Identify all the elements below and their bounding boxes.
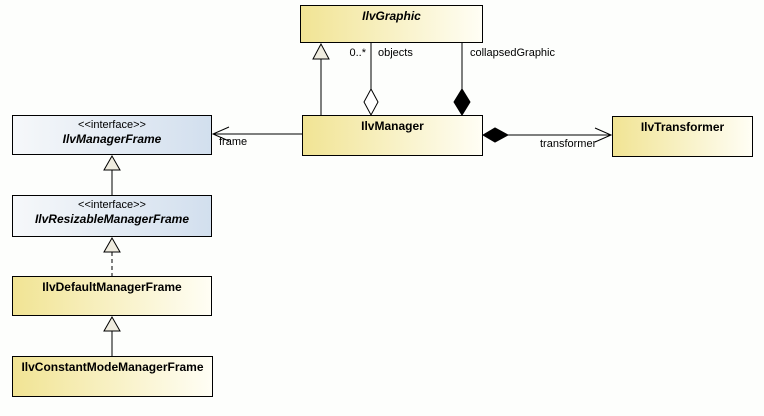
interface-ilvresizablemanagerframe[interactable]: <<interface>> IlvResizableManagerFrame bbox=[12, 195, 212, 237]
generalization-triangle-icon bbox=[103, 154, 121, 171]
class-title: IlvResizableManagerFrame bbox=[34, 212, 190, 226]
generalization-triangle-icon bbox=[103, 315, 121, 332]
composition-diamond-icon bbox=[453, 88, 471, 116]
stereotype-label: <<interface>> bbox=[78, 199, 146, 211]
class-title: IlvManagerFrame bbox=[62, 132, 162, 146]
composition-diamond-icon-transformer bbox=[482, 127, 510, 143]
class-title: IlvManager bbox=[361, 119, 424, 133]
class-ilvgraphic[interactable]: IlvGraphic bbox=[300, 5, 483, 43]
objects-multiplicity-label: 0..* bbox=[349, 47, 366, 59]
open-arrow-icon-transformer bbox=[594, 127, 613, 143]
realization-triangle-icon bbox=[103, 236, 121, 253]
generalization-triangle-icon bbox=[312, 42, 330, 60]
class-ilvmanager[interactable]: IlvManager bbox=[302, 115, 483, 156]
class-title: IlvGraphic bbox=[362, 9, 421, 23]
stereotype-label: <<interface>> bbox=[78, 119, 146, 131]
frame-role-label: frame bbox=[219, 136, 248, 148]
class-title: IlvDefaultManagerFrame bbox=[42, 280, 182, 294]
class-ilvdefaultmanagerframe[interactable]: IlvDefaultManagerFrame bbox=[12, 276, 212, 316]
class-title: IlvConstantModeManagerFrame bbox=[21, 360, 204, 374]
interface-ilvmanagerframe[interactable]: <<interface>> IlvManagerFrame bbox=[12, 115, 212, 155]
aggregation-diamond-icon bbox=[363, 87, 379, 117]
collapsedgraphic-role-label: collapsedGraphic bbox=[470, 47, 555, 59]
class-ilvconstantmodemanagerframe[interactable]: IlvConstantModeManagerFrame bbox=[12, 356, 213, 397]
class-ilvtransformer[interactable]: IlvTransformer bbox=[612, 116, 753, 157]
transformer-role-label: transformer bbox=[540, 138, 597, 150]
class-title: IlvTransformer bbox=[640, 120, 725, 134]
objects-role-label: objects bbox=[378, 47, 413, 59]
